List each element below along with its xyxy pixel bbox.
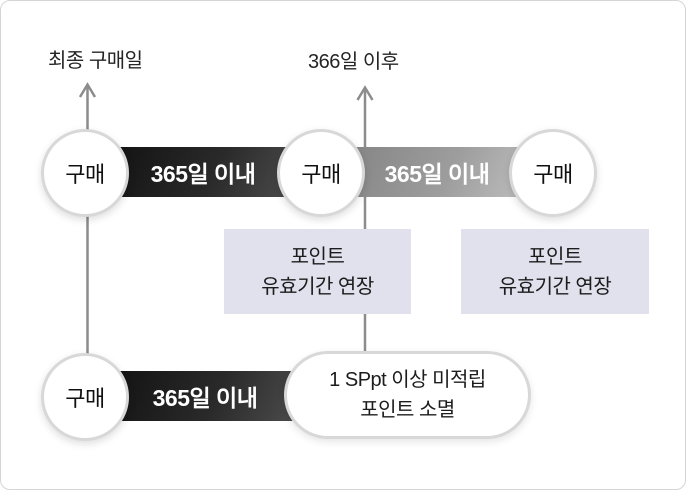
- after-366-days-label: 366일 이후: [308, 51, 399, 73]
- points-expire-result-line1: 1 SPpt 이상 미적립: [329, 369, 486, 391]
- point-extension-box-2-line2: 유효기간 연장: [498, 275, 612, 298]
- up-arrow-final-purchase-icon: [78, 82, 97, 354]
- purchase-circle-2: 구매: [277, 129, 365, 217]
- final-purchase-date-label: 최종 구매일: [48, 50, 143, 72]
- point-extension-box-1: 포인트 유효기간 연장: [224, 229, 411, 314]
- points-expire-result-pill: 1 SPpt 이상 미적립 포인트 소멸: [284, 351, 531, 439]
- points-expire-result-line2: 포인트 소멸: [360, 399, 455, 421]
- purchase-circle-bottom: 구매: [41, 353, 129, 441]
- point-extension-box-1-line1: 포인트: [290, 245, 345, 268]
- point-extension-box-2-line1: 포인트: [528, 245, 582, 268]
- purchase-circle-1: 구매: [41, 129, 129, 217]
- purchase-circle-3: 구매: [509, 129, 597, 217]
- point-extension-box-2: 포인트 유효기간 연장: [461, 229, 649, 314]
- point-extension-box-1-line2: 유효기간 연장: [261, 275, 374, 298]
